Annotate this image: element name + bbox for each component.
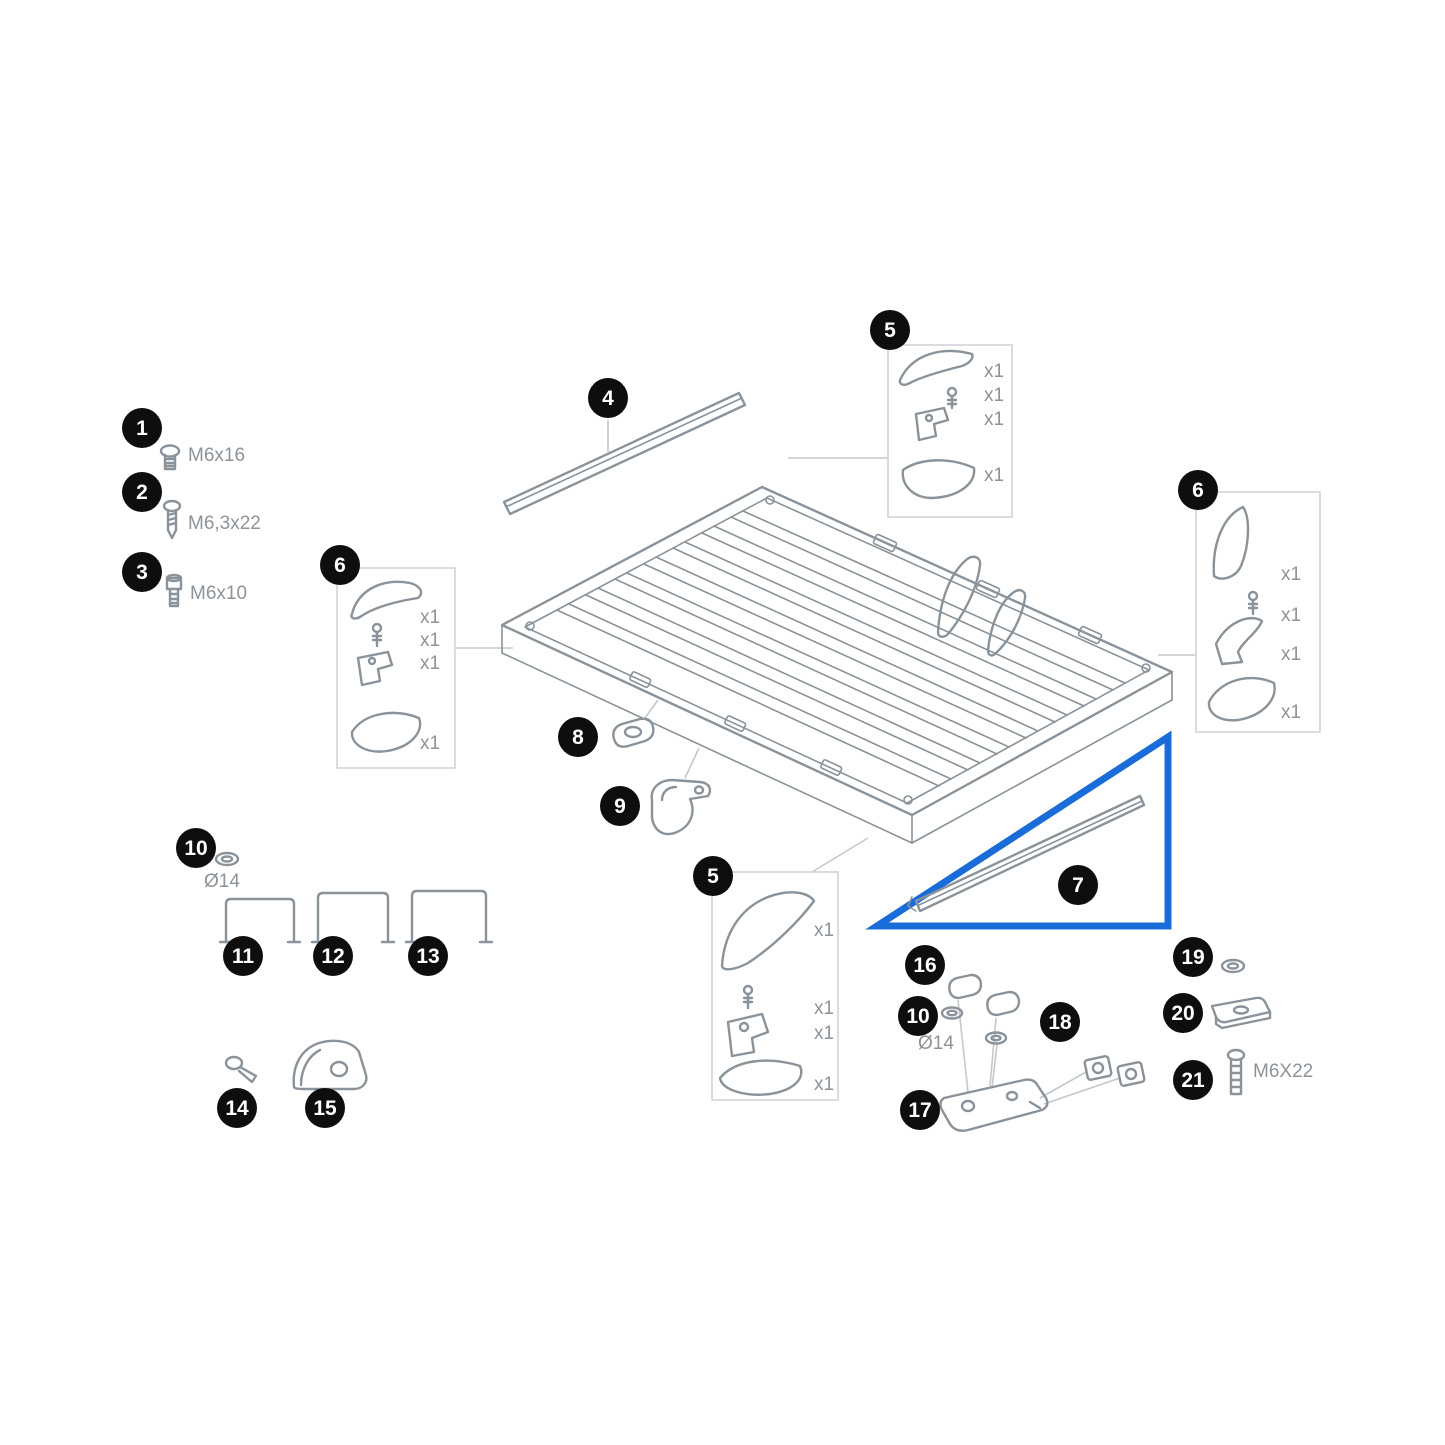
part-badge-20: 20 [1163,993,1203,1033]
qty-label: x1 [814,1023,835,1044]
u-bracket-12-icon [310,891,396,944]
qty-label: x1 [814,920,835,941]
part-badge-14: 14 [217,1088,257,1128]
parts-box-5-top-contents [898,349,976,500]
part-badge-12: 12 [313,936,353,976]
qty-label: x1 [420,607,441,628]
square-nut-icons [1083,1055,1146,1087]
qty-label: x1 [420,733,441,754]
highlight-triangle-part-7 [865,730,1172,930]
part-badge-11: 11 [223,936,263,976]
clamp-parts-icon [948,973,1021,1017]
screw-m6x10-icon [165,573,183,608]
parts-box-6-right [1195,491,1321,733]
parts-box-6-right-contents [1207,505,1276,722]
bolt-size-label-m6x22: M6X22 [1253,1061,1314,1082]
bracket-part-9-icon [650,778,712,836]
qty-label: x1 [420,630,441,651]
side-rail-part-4 [502,391,747,516]
part-badge-10-mid: 10 [898,996,938,1036]
washer-icon-mid [940,1006,964,1020]
qty-label: x1 [984,465,1005,486]
rack-slats [556,510,1126,787]
u-bracket-13-icon [404,889,494,944]
part-badge-2: 2 [122,472,162,512]
part-badge-3: 3 [122,552,162,592]
washer-icon-17 [984,1031,1008,1045]
part-badge-21: 21 [1173,1060,1213,1100]
screw-m6x16-icon [159,444,181,471]
bolt-m6x22-icon [1226,1048,1246,1096]
qty-label: x1 [984,409,1005,430]
rack-mount-tabs [629,533,1103,776]
screw-m6-3x22-icon [162,499,182,540]
part-badge-16: 16 [905,945,945,985]
highlight-triangle-outline [865,730,1172,930]
washer-icon-19 [1220,958,1246,974]
part-badge-6-left: 6 [320,545,360,585]
qty-label: x1 [1281,644,1302,665]
roof-rack-basket [500,485,1174,844]
adapter-plate-icon [1210,996,1272,1030]
qty-label: x1 [814,1074,835,1095]
part-badge-1: 1 [122,408,162,448]
u-bracket-11-icon [218,897,302,944]
part-badge-8: 8 [558,717,598,757]
qty-label: x1 [984,361,1005,382]
size-label-m6x16: M6x16 [188,445,246,466]
end-cap-icon [292,1039,368,1091]
qty-label: x1 [814,998,835,1019]
part-badge-17: 17 [900,1090,940,1130]
part-badge-7: 7 [1058,865,1098,905]
parts-box-5-bottom-contents [718,891,816,1096]
washer-size-label-mid: Ø14 [918,1033,954,1054]
leader-lines [455,420,1196,1105]
part-badge-15: 15 [305,1088,345,1128]
part-badge-19: 19 [1173,937,1213,977]
part-badge-5-top: 5 [870,310,910,350]
expander-plug-icon [224,1055,258,1084]
qty-label: x1 [1281,702,1302,723]
part-badge-10-left: 10 [176,828,216,868]
size-label-m6-3x22: M6,3x22 [188,513,261,534]
mounting-bracket-icon [939,1078,1049,1132]
qty-label: x1 [1281,564,1302,585]
part-badge-5-bottom: 5 [693,856,733,896]
washer-size-label-left: Ø14 [204,871,240,892]
qty-label: x1 [984,385,1005,406]
parts-box-5-bottom [711,871,839,1101]
size-label-m6x10: M6x10 [190,583,248,604]
clip-part-8-icon [612,717,655,748]
rack-corner-screws [525,495,1151,805]
part-badge-13: 13 [408,936,448,976]
qty-label: x1 [1281,605,1302,626]
part-badge-18: 18 [1040,1002,1080,1042]
rack-deflector-fins [936,555,1027,657]
washer-icon-left [214,851,240,867]
parts-box-6-left-contents [350,580,423,753]
part-badge-9: 9 [600,786,640,826]
trim-strip-part-7 [907,794,1146,913]
part-badge-4: 4 [588,378,628,418]
qty-label: x1 [420,653,441,674]
part-badge-6-right: 6 [1178,470,1218,510]
